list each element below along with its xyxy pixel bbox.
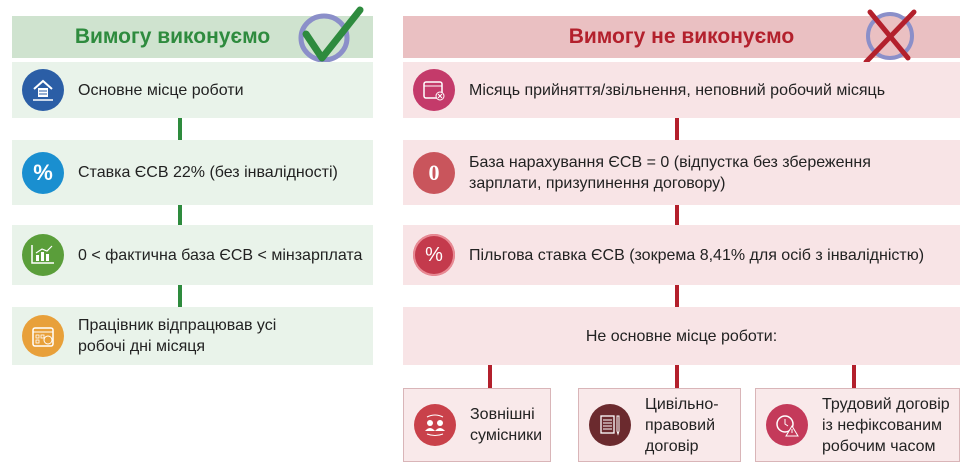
- right-item-partial-month: Місяць прийняття/звільнення, неповний ро…: [403, 62, 960, 118]
- document-pencil-icon: [589, 404, 631, 446]
- connector: [178, 118, 182, 140]
- right-item-secondary-workplace: Не основне місце роботи:: [403, 307, 960, 365]
- calendar-cross-icon: [413, 69, 455, 111]
- left-item-base: 0 < фактична база ЄСВ < мінзарплата: [12, 225, 373, 285]
- right-item-zero-base: 0 База нарахування ЄСВ = 0 (відпустка бе…: [403, 140, 960, 205]
- connector: [675, 118, 679, 140]
- item-text: Працівник відпрацював усі робочі дні міс…: [78, 317, 277, 355]
- left-header: Вимогу виконуємо: [12, 16, 373, 58]
- bar-chart-icon: [22, 234, 64, 276]
- connector: [852, 365, 856, 388]
- clock-warning-icon: [766, 404, 808, 446]
- item-text: Основне місце роботи: [78, 81, 244, 99]
- house-server-icon: [22, 69, 64, 111]
- connector: [675, 205, 679, 225]
- right-title: Вимогу не виконуємо: [568, 25, 795, 48]
- item-text: 0 < фактична база ЄСВ < мінзарплата: [78, 246, 363, 264]
- sub-item-civil-contract: Цивільно-правовий договір: [578, 388, 741, 462]
- connector: [488, 365, 492, 388]
- connector: [178, 285, 182, 307]
- item-text: Ставка ЄСВ 22% (без інвалідності): [78, 164, 338, 181]
- connector: [178, 205, 182, 225]
- right-item-reduced-rate: % Пільгова ставка ЄСВ (зокрема 8,41% для…: [403, 225, 960, 285]
- left-item-rate: % Ставка ЄСВ 22% (без інвалідності): [12, 140, 373, 205]
- item-text: Зовнішні сумісники: [470, 406, 543, 444]
- sub-item-flexible-hours: Трудовий договір із нефіксованим робочим…: [755, 388, 960, 462]
- percent-icon: %: [413, 234, 455, 276]
- zero-icon: 0: [413, 151, 455, 194]
- connector: [675, 365, 679, 388]
- item-text: Місяць прийняття/звільнення, неповний ро…: [469, 81, 886, 99]
- left-item-full-month: Працівник відпрацював усі робочі дні міс…: [12, 307, 373, 365]
- left-title: Вимогу виконуємо: [74, 25, 271, 48]
- item-text: Пільгова ставка ЄСВ (зокрема 8,41% для о…: [469, 246, 925, 264]
- people-exchange-icon: [414, 404, 456, 446]
- cross-icon: [863, 9, 917, 65]
- item-text: Цивільно-правовий договір: [645, 395, 719, 455]
- left-item-main-workplace: Основне місце роботи: [12, 62, 373, 118]
- item-text: Трудовий договір із нефіксованим робочим…: [822, 395, 950, 455]
- calendar-check-icon: [22, 315, 64, 357]
- item-text: Не основне місце роботи:: [585, 327, 778, 345]
- sub-item-external-part-time: Зовнішні сумісники: [403, 388, 551, 462]
- item-text: База нарахування ЄСВ = 0 (відпустка без …: [469, 153, 871, 192]
- connector: [675, 285, 679, 307]
- percent-icon: %: [22, 151, 64, 194]
- checkmark-icon: [298, 6, 364, 63]
